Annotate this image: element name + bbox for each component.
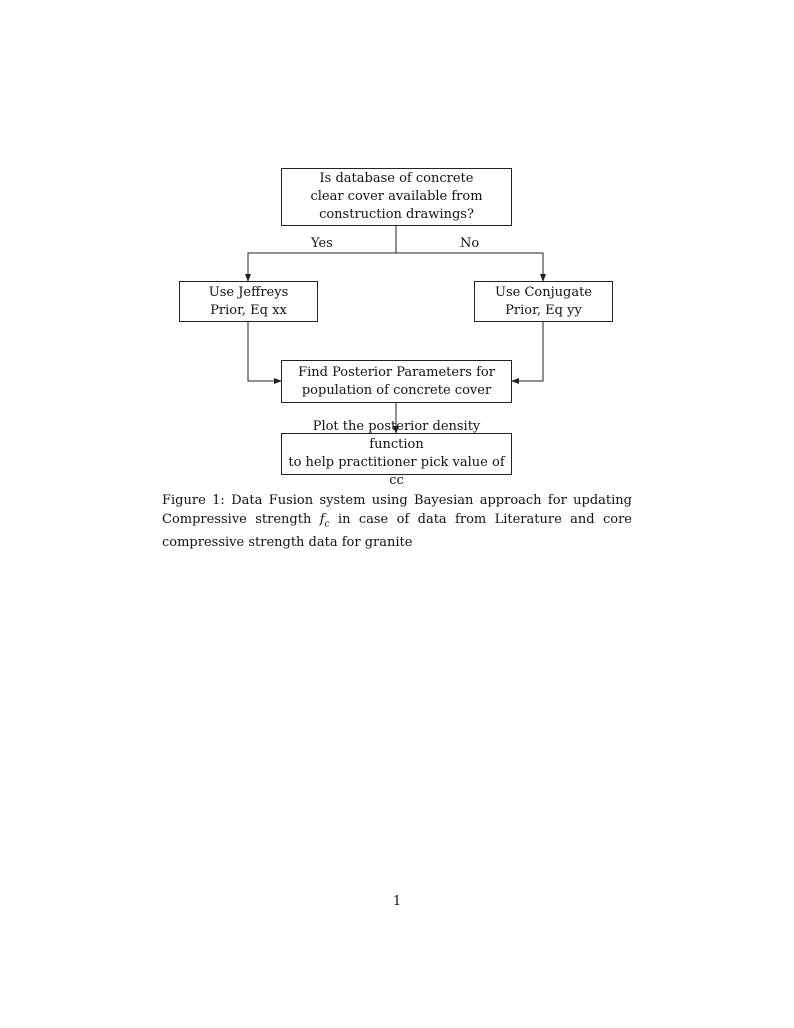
edge-label-no: No [460, 236, 480, 251]
node-posterior-label: Find Posterior Parameters for population… [298, 364, 495, 398]
caption-text-before: Data Fusion system using Bayesian approa… [162, 493, 632, 527]
caption-label: Figure 1: [162, 493, 225, 508]
edge-label-yes: Yes [311, 236, 333, 251]
node-posterior: Find Posterior Parameters for population… [281, 360, 512, 403]
caption-text-after: in case of data from Literature and core… [162, 511, 632, 550]
flowchart: Is database of concrete clear cover avai… [179, 168, 613, 488]
node-jeffreys: Use Jeffreys Prior, Eq xx [179, 281, 318, 322]
edge-yes-to-jeffreys [245, 252, 396, 282]
caption-var: f [319, 511, 325, 527]
caption-var-sub: c [324, 519, 330, 530]
node-conjugate: Use Conjugate Prior, Eq yy [474, 281, 613, 322]
node-plot: Plot the posterior density function to h… [281, 419, 512, 488]
edge-jeffreys-to-posterior [247, 322, 282, 384]
edge-conjugate-to-posterior [511, 322, 544, 384]
node-jeffreys-label: Use Jeffreys Prior, Eq xx [208, 284, 289, 318]
node-question-label: Is database of concrete clear cover avai… [310, 171, 483, 222]
page-number: 1 [392, 894, 402, 909]
caption-math-variable: fc [319, 511, 330, 530]
node-conjugate-label: Use Conjugate Prior, Eq yy [495, 284, 592, 318]
flowchart-edges [245, 226, 546, 434]
node-question: Is database of concrete clear cover avai… [281, 168, 512, 226]
figure-caption: Figure 1: Data Fusion system using Bayes… [162, 492, 632, 552]
edge-no-to-conjugate [396, 252, 546, 282]
node-plot-label: Plot the posterior density function to h… [288, 419, 505, 488]
